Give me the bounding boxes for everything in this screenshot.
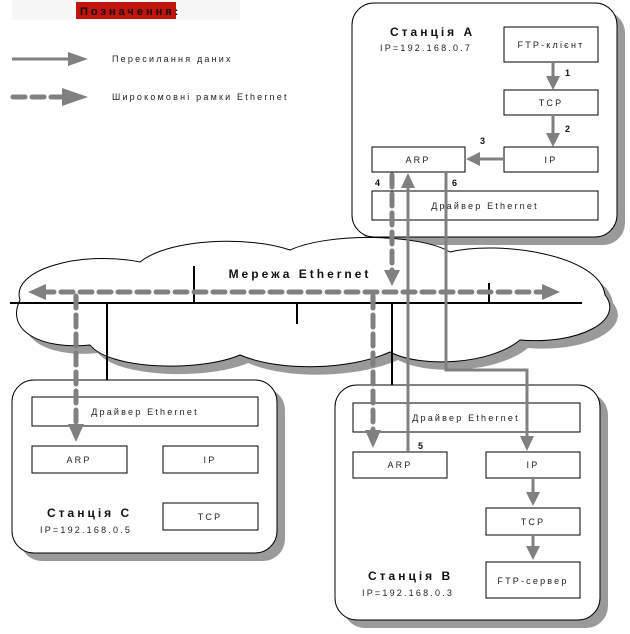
step-4-label: 4 — [375, 178, 380, 188]
legend-title-box — [76, 2, 176, 19]
step-1-label: 1 — [565, 68, 570, 78]
step-2-label: 2 — [565, 124, 570, 134]
station-b-driver-label: Драйвер Ethernet — [412, 413, 520, 423]
station-a-name: Станція А — [390, 25, 475, 39]
arrow-tcp-ftp-b-head — [526, 546, 540, 560]
station-b-ip: IP=192.168.0.3 — [362, 588, 454, 598]
legend-solid-arrowhead — [68, 52, 88, 66]
arrow-3-head — [466, 152, 480, 166]
broadcast-right-arrowhead — [542, 284, 560, 300]
arrow-ip-tcp-b-head — [526, 492, 540, 506]
station-c-tcp-box — [162, 502, 259, 531]
station-b-ip-box — [485, 451, 581, 479]
station-b-arp-label: ARP — [387, 460, 412, 470]
data-transfer-line — [444, 172, 529, 438]
station-a-driver-box — [371, 190, 599, 221]
station-c-name: Станція С — [47, 506, 132, 520]
broadcast-from-a-head — [384, 270, 400, 286]
station-c-ip-label: IP — [204, 455, 217, 465]
network-label: Мережа Ethernet — [229, 267, 372, 281]
station-c-ip: IP=192.168.0.5 — [40, 525, 132, 535]
station-c-driver-box — [31, 396, 259, 427]
station-a-ip-label: IP — [545, 155, 558, 165]
station-a-tcp-label: TCP — [539, 98, 564, 108]
step-3-label: 3 — [480, 136, 485, 146]
arp-reply-head — [401, 173, 415, 188]
step-6-label: 6 — [452, 178, 457, 188]
station-b-arp-box — [352, 451, 448, 479]
broadcast-left-arrowhead — [28, 284, 46, 300]
station-b-name: Станція В — [368, 569, 453, 583]
station-a-arp-box — [371, 146, 466, 173]
legend-data-transfer-label: Пересилання даних — [112, 54, 233, 64]
arrow-2-head — [546, 133, 560, 147]
station-a-tcp-box — [503, 89, 599, 116]
station-b-ip-label: IP — [527, 460, 540, 470]
station-c-arp-box — [31, 445, 128, 474]
station-b-tcp-label: TCP — [521, 517, 546, 527]
station-a-ftp-label: FTP-клієнт — [518, 40, 585, 50]
station-c-ip-box — [162, 445, 259, 474]
station-b-ftp-label: FTP-сервер — [497, 576, 568, 586]
station-b-ftp-box — [485, 561, 581, 599]
station-c-driver-label: Драйвер Ethernet — [91, 407, 199, 417]
data-transfer-head — [520, 436, 534, 451]
station-c-tcp-label: TCP — [198, 512, 223, 522]
arrow-1-head — [546, 76, 560, 90]
station-a-arp-label: ARP — [405, 155, 430, 165]
legend-dashed-arrowhead — [62, 88, 88, 106]
broadcast-to-c-head — [68, 424, 84, 442]
station-b — [334, 384, 601, 621]
station-c-arp-label: ARP — [66, 455, 91, 465]
legend-broadcast-label: Широкомовні рамки Ethernet — [112, 92, 289, 102]
station-a-ftp-box — [503, 26, 599, 63]
broadcast-to-b-head — [365, 430, 381, 448]
step-5-label: 5 — [418, 441, 423, 451]
station-a-ip: IP=192.168.0.7 — [380, 43, 472, 53]
station-a-driver-label: Драйвер Ethernet — [431, 201, 539, 211]
legend-title: Позначення: — [80, 6, 181, 18]
station-b-driver-box — [352, 402, 581, 433]
